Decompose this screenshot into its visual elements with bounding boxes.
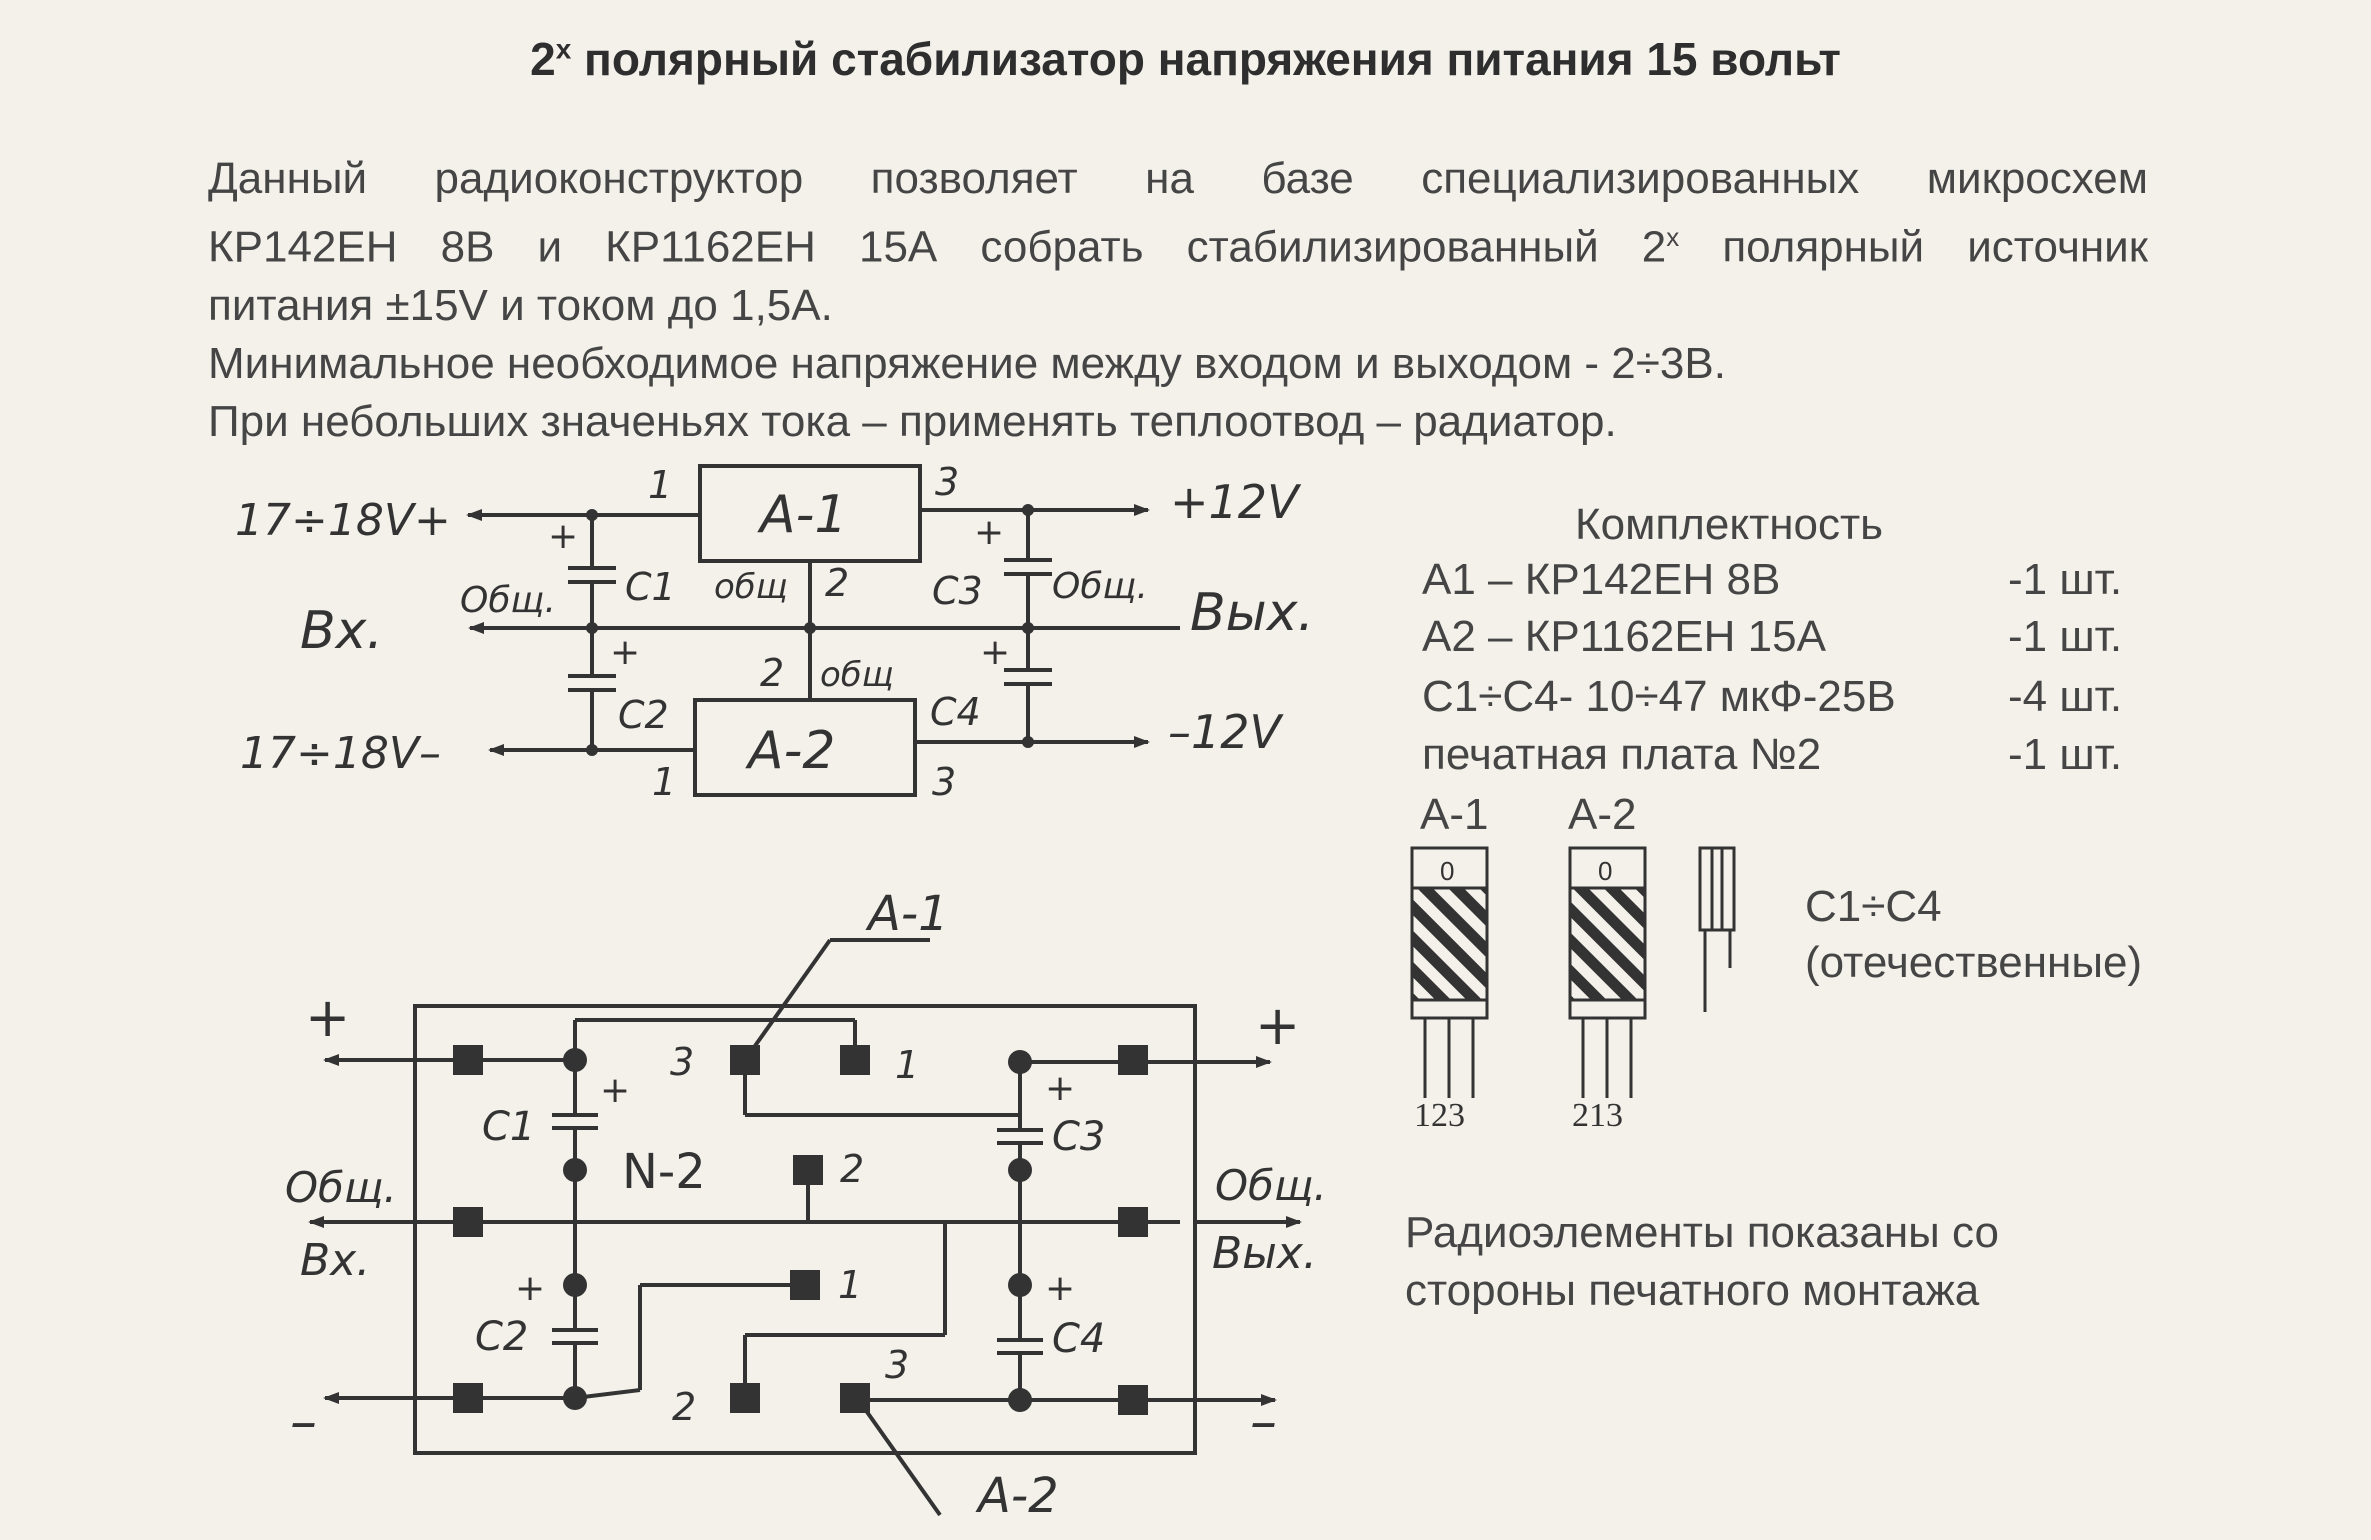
schematic-nodes (586, 504, 1034, 756)
pcb-plus-in: + (305, 986, 350, 1049)
pcb-c4-label: С4 (1052, 1316, 1105, 1362)
pcb-c3-label: С3 (1052, 1114, 1105, 1160)
pcb-labels: + + – – Общ. Общ. Вх. Вых. N-2 А-1 А-2 С… (285, 886, 1327, 1524)
package-a1-pins: 123 (1414, 1097, 1465, 1134)
svg-text:3: 3 (670, 1040, 694, 1084)
svg-text:+: + (548, 516, 578, 557)
schematic-out-label: Вых. (1190, 583, 1314, 643)
pcb-in-label: Вх. (300, 1235, 370, 1286)
pcb-a2-label: А-2 (975, 1468, 1059, 1524)
svg-text:1: 1 (648, 463, 672, 507)
package-a1 (1410, 846, 1489, 1098)
schematic-common-right: Общ. (1052, 566, 1148, 607)
schematic-a2-label: А-2 (745, 721, 835, 781)
capacitor-package (1698, 846, 1736, 1012)
package-a2 (1568, 846, 1647, 1098)
schematic-c1-label: С1 (625, 565, 676, 609)
schematic-a1-label: А-1 (757, 485, 847, 545)
svg-text:2: 2 (760, 651, 784, 695)
intro-line-1: Данный радиоконструктор позволяет на баз… (208, 154, 2148, 203)
svg-text:3: 3 (885, 1343, 909, 1387)
package-a2-label: А-2 (1568, 790, 1637, 839)
svg-text:+: + (1045, 1268, 1075, 1309)
intro-text: Данный радиоконструктор позволяет на баз… (208, 150, 2148, 451)
svg-text:+: + (1045, 1068, 1075, 1109)
cap-package-note: (отечественные) (1805, 938, 2143, 987)
package-a2-pins: 213 (1572, 1097, 1623, 1134)
svg-text:+: + (515, 1268, 545, 1309)
intro-line-2: КР142ЕН 8В и КР1162ЕН 15А собрать стабил… (208, 222, 2149, 272)
kit-title: Комплектность (1575, 500, 1884, 549)
svg-text:2: 2 (672, 1385, 696, 1429)
pcb-c1-label: С1 (482, 1104, 535, 1150)
cap-package-label: С1÷С4 (1805, 882, 1942, 931)
svg-text:+: + (980, 632, 1010, 673)
schematic-common-a2: общ (820, 655, 894, 695)
pcb-common-in: Общ. (285, 1163, 397, 1212)
pcb-outline (413, 1004, 1197, 1455)
svg-text:+: + (974, 512, 1004, 553)
package-a1-label: А-1 (1420, 790, 1489, 839)
pcb-a1-label: А-1 (865, 886, 949, 942)
pcb-minus-in: – (290, 1390, 317, 1453)
svg-text:+: + (610, 632, 640, 673)
svg-text:1: 1 (895, 1043, 919, 1087)
schematic-out-pos: +12V (1170, 475, 1302, 529)
page-title: 2х полярный стабилизатор напряжения пита… (530, 33, 1841, 85)
schematic-in-label: Вх. (300, 601, 383, 661)
pcb-c2-label: С2 (475, 1314, 528, 1360)
svg-text:1: 1 (652, 760, 676, 804)
package-a2-hole: 0 (1598, 856, 1612, 886)
pcb-pads (453, 1045, 1148, 1415)
svg-text:3: 3 (935, 460, 959, 504)
pcb-plus-out: + (1255, 994, 1300, 1057)
note-line-2: стороны печатного монтажа (1405, 1266, 1980, 1315)
svg-text:1: 1 (838, 1263, 862, 1307)
svg-text:+: + (600, 1070, 630, 1111)
pcb-minus-out: – (1250, 1390, 1277, 1453)
svg-text:2: 2 (825, 561, 849, 605)
intro-line-3: питания ±15V и током до 1,5А. (208, 280, 833, 330)
pcb-common-out: Общ. (1215, 1161, 1327, 1210)
svg-text:3: 3 (932, 760, 956, 804)
schematic-in-neg: 17÷18V– (240, 728, 441, 779)
schematic-c4-label: С4 (930, 690, 981, 734)
intro-line-5: При небольших значеньях тока – применять… (208, 396, 1617, 446)
svg-text:2: 2 (840, 1147, 864, 1191)
schematic-out-neg: –12V (1168, 705, 1285, 759)
package-a1-hole: 0 (1440, 856, 1454, 886)
intro-line-4: Минимальное необходимое напряжение между… (208, 338, 1726, 388)
schematic-c2-label: С2 (618, 693, 669, 737)
schematic-c3-label: С3 (932, 569, 983, 613)
schematic-common-left: Общ. (460, 580, 556, 621)
pcb-board-label: N-2 (622, 1144, 706, 1200)
pcb-out-label: Вых. (1212, 1228, 1317, 1279)
schematic-in-pos: 17÷18V+ (235, 495, 451, 546)
schematic-common-a1: общ (714, 567, 788, 607)
schematic-labels: 17÷18V+ 17÷18V– Вх. +12V –12V Вых. Общ. … (235, 460, 1314, 804)
schematic-a2-box (693, 698, 917, 797)
note-line-1: Радиоэлементы показаны со (1405, 1208, 1999, 1257)
